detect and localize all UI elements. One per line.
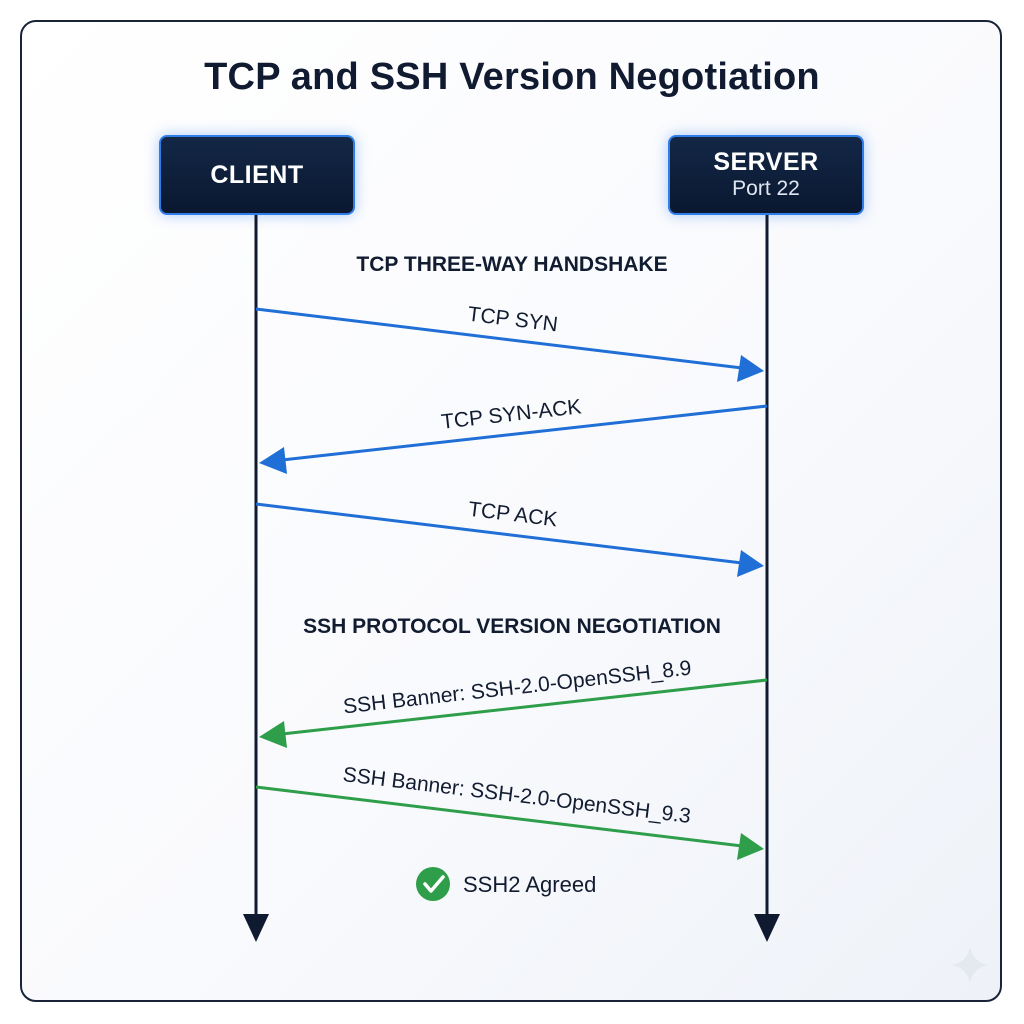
diagram-title: TCP and SSH Version Negotiation	[204, 56, 820, 98]
ssh-client-banner-arrowhead	[737, 833, 764, 860]
server-lifeline-arrowhead	[754, 914, 780, 942]
server-port-label: Port 22	[732, 177, 800, 200]
ssh-server-banner-arrowhead	[259, 721, 287, 748]
server-box: SERVER Port 22	[668, 135, 864, 215]
tcp-syn-arrowhead	[737, 355, 764, 382]
server-label: SERVER	[713, 148, 819, 176]
client-box: CLIENT	[159, 135, 355, 215]
tcp-syn-arrow	[255, 307, 743, 370]
tcp-ack-arrowhead	[737, 550, 764, 577]
client-label: CLIENT	[210, 161, 304, 189]
tcp-syn-label: TCP SYN	[466, 303, 559, 337]
sparkle-icon	[952, 947, 988, 983]
tcp-syn-ack-arrowhead	[259, 447, 287, 474]
check-circle-icon	[416, 867, 450, 901]
ssh-client-banner-arrow	[255, 785, 743, 848]
tcp-syn-ack-arrow	[281, 404, 768, 462]
tcp-section-label: TCP THREE-WAY HANDSHAKE	[356, 253, 667, 276]
ssh-server-banner-arrow	[281, 678, 768, 736]
tcp-ack-arrow	[255, 502, 743, 565]
tcp-ack-label: TCP ACK	[467, 498, 559, 532]
client-lifeline-arrowhead	[243, 914, 269, 942]
ssh-section-label: SSH PROTOCOL VERSION NEGOTIATION	[303, 615, 721, 638]
ssh2-agreed-label: SSH2 Agreed	[463, 872, 596, 897]
